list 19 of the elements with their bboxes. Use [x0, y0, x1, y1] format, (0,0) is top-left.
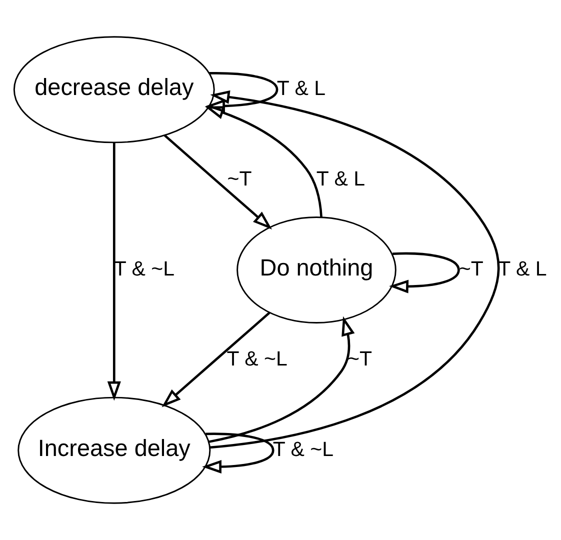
- node-ellipse: decrease delay: [13, 36, 215, 144]
- node-ellipse: Increase delay: [18, 396, 211, 504]
- arrow: [164, 134, 272, 230]
- edge-label: T & ~L: [272, 438, 334, 461]
- edge-label: ~T: [347, 348, 372, 371]
- arrow: [107, 142, 121, 401]
- arrow: [162, 312, 270, 408]
- node-ellipse: Do nothing: [236, 216, 396, 324]
- edge-label: T & L: [316, 167, 366, 190]
- arrow: [210, 90, 500, 449]
- arrow: [206, 72, 278, 113]
- edge-label: ~T: [227, 167, 252, 190]
- edge-label: T & L: [276, 77, 326, 100]
- edge-label: T & ~L: [226, 348, 288, 371]
- arrow: [204, 106, 322, 218]
- arrow: [389, 252, 460, 294]
- arrow: [208, 316, 355, 443]
- arrow: [202, 432, 274, 474]
- edge-label: ~T: [458, 257, 484, 280]
